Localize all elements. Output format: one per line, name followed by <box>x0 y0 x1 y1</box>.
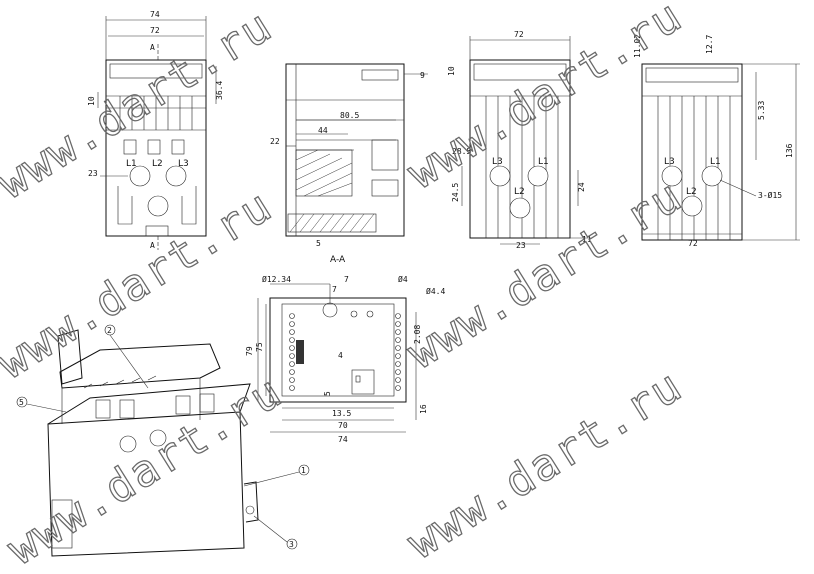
callout-3: 3 <box>289 540 294 549</box>
dim-74b: 74 <box>338 435 348 444</box>
callout-1: 1 <box>301 466 306 475</box>
dim-23: 23 <box>88 169 98 178</box>
terminal-l2b: L2 <box>514 187 525 197</box>
callouts <box>16 324 310 550</box>
dim-5: 5 <box>316 239 321 248</box>
dim-11: 11 <box>582 235 592 244</box>
terminal-l1b: L1 <box>538 157 549 167</box>
dim-24: 24 <box>577 182 586 192</box>
dim-11-02: 11.02 <box>633 34 642 58</box>
front-view <box>97 16 217 250</box>
dim-72c: 72 <box>688 239 698 248</box>
dim-4: 4 <box>338 351 343 360</box>
dim-74: 74 <box>150 10 160 19</box>
callout-2: 2 <box>107 326 112 335</box>
callout-text: 2 5 1 3 <box>19 326 306 549</box>
dim-10b: 10 <box>447 66 456 76</box>
dim-22: 22 <box>270 137 280 146</box>
terminal-l2c: L2 <box>686 187 697 197</box>
view5-text: Ø12.34 7 7 Ø4 Ø4.4 79 75 2.08 4 5 13.5 7… <box>245 274 445 444</box>
dim-12-7: 12.7 <box>705 35 714 54</box>
terminal-l3b: L3 <box>492 157 503 167</box>
dim-16: 16 <box>419 404 428 414</box>
terminal-l1: L1 <box>126 159 137 169</box>
dim-44: 44 <box>318 126 328 135</box>
dim-36-4: 36.4 <box>215 81 224 100</box>
dim-136: 136 <box>785 143 794 158</box>
dim-79: 79 <box>245 346 254 356</box>
base-plan-view <box>257 283 417 433</box>
dim-5-33: 5.33 <box>757 101 766 120</box>
terminal-l3c: L3 <box>664 157 675 167</box>
terminal-l3: L3 <box>178 159 189 169</box>
dim-dia-4: Ø4 <box>398 274 408 284</box>
watermark-4: www.dart.ru <box>399 170 692 379</box>
view1-text: 74 72 A A 36.4 10 23 L1 L2 L3 <box>87 10 224 250</box>
watermarks: www.dart.ru www.dart.ru www.dart.ru www.… <box>0 0 692 574</box>
dim-72b: 72 <box>514 30 524 39</box>
dim-80-5: 80.5 <box>340 111 359 120</box>
dim-72: 72 <box>150 26 160 35</box>
dim-3-dia-15: 3-Ø15 <box>758 190 782 200</box>
view3-text: 72 10 28.5 24.5 24 23 11 L3 L1 L2 <box>447 30 592 250</box>
dim-28-5: 28.5 <box>452 147 471 156</box>
dim-75: 75 <box>255 342 264 352</box>
watermark-6: www.dart.ru <box>399 360 692 569</box>
dim-dia-4-4: Ø4.4 <box>426 286 445 296</box>
isometric-assembly <box>47 329 259 557</box>
watermark-3: www.dart.ru <box>0 180 282 389</box>
dim-dia-12-34: Ø12.34 <box>262 274 291 284</box>
dim-23b: 23 <box>516 241 526 250</box>
watermark-1: www.dart.ru <box>0 0 282 209</box>
dim-70: 70 <box>338 421 348 430</box>
view2-text: 9 80.5 44 22 5 A-A <box>270 71 425 265</box>
rear-view <box>641 63 800 241</box>
dim-9: 9 <box>420 71 425 80</box>
front-view-terminals <box>461 36 592 245</box>
dim-10: 10 <box>87 96 96 106</box>
callout-5: 5 <box>19 398 24 407</box>
dim-13-5: 13.5 <box>332 409 351 418</box>
section-view <box>285 63 428 237</box>
terminal-l1c: L1 <box>710 157 721 167</box>
view4-text: 11.02 12.7 5.33 136 3-Ø15 72 L3 L1 L2 <box>633 34 794 248</box>
dim-24-5: 24.5 <box>451 183 460 202</box>
dim-7b: 7 <box>332 285 337 294</box>
dim-2-08: 2.08 <box>413 325 422 344</box>
section-mark-top: A <box>150 43 155 52</box>
dim-7a: 7 <box>344 275 349 284</box>
terminal-l2: L2 <box>152 159 163 169</box>
dim-5b: 5 <box>323 391 332 396</box>
section-label: A-A <box>330 255 346 265</box>
section-mark-bottom: A <box>150 241 155 250</box>
watermark-5: www.dart.ru <box>0 366 292 574</box>
